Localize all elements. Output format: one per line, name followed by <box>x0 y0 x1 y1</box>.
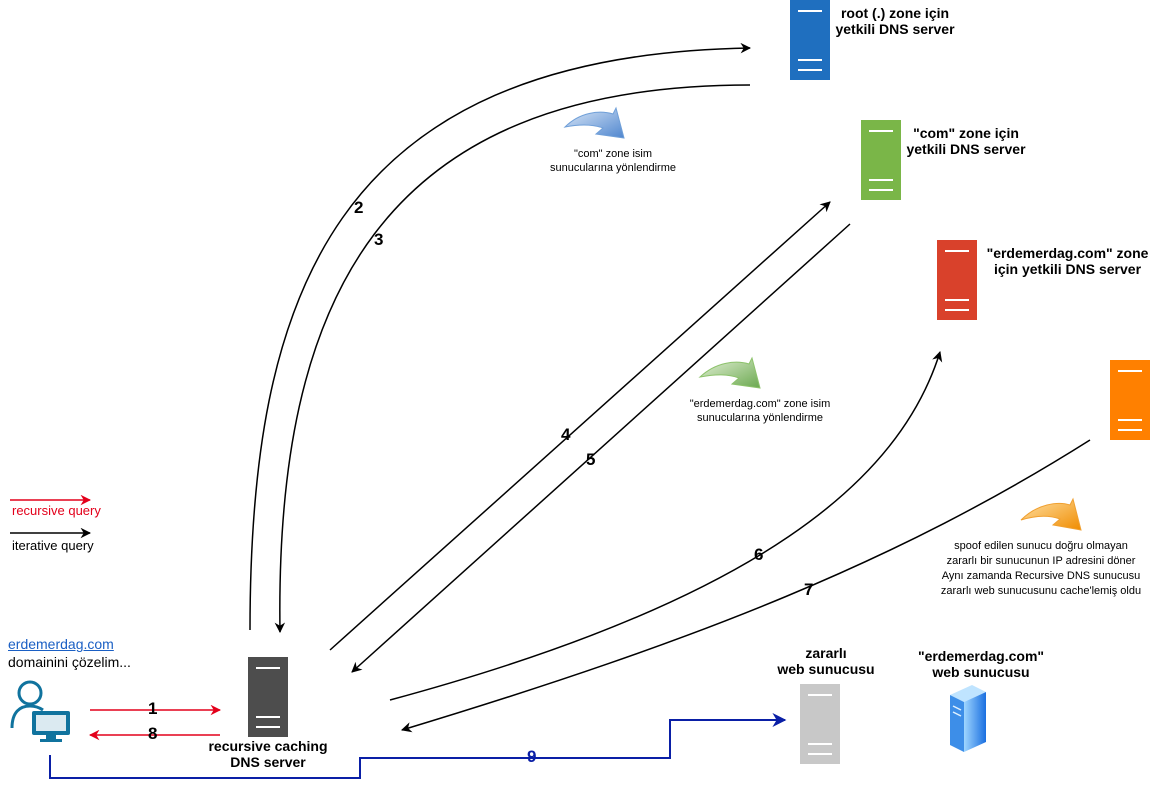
erdem-redirect-note: "erdemerdag.com" zone isim sunucularına … <box>689 398 831 424</box>
step7-arrow <box>400 439 1091 733</box>
erdemerdag-zone-server-icon <box>937 240 977 320</box>
domain-link[interactable]: erdemerdag.com <box>8 636 114 652</box>
erdem-redirect-curved-arrow-icon <box>698 356 761 389</box>
step3-arrow <box>274 84 751 634</box>
malicious-web-server-icon <box>800 684 840 764</box>
step2-label: 2 <box>354 198 364 217</box>
com-server-label: "com" zone için yetkili DNS server <box>906 125 1026 157</box>
spoofed-server-icon <box>1110 360 1150 440</box>
spoof-note: spoof edilen sunucu doğru olmayan zararl… <box>940 540 1142 597</box>
client-domain-text: erdemerdag.com domainini çözelim... <box>8 635 131 671</box>
com-redirect-curved-arrow-icon <box>563 106 625 139</box>
step8-label: 8 <box>148 724 158 743</box>
recursive-dns-server-icon <box>248 657 288 737</box>
step3-label: 3 <box>374 230 384 249</box>
malicious-web-server-label: zararlı web sunucusu <box>777 645 875 677</box>
com-server-icon <box>861 120 901 200</box>
step9-label: 9 <box>527 747 537 766</box>
step2-arrow <box>249 42 752 631</box>
web-server-icon <box>950 685 986 752</box>
web-server-label: "erdemerdag.com" web sunucusu <box>917 648 1045 680</box>
step7-label: 7 <box>804 580 814 599</box>
client-user-icon <box>10 680 70 742</box>
legend-iterative-label: iterative query <box>12 538 94 553</box>
legend-recursive-label: recursive query <box>12 503 101 518</box>
resolving-text: domainini çözelim... <box>8 654 131 670</box>
recursive-dns-server-label: recursive caching DNS server <box>208 738 328 770</box>
step5-label: 5 <box>586 450 596 469</box>
step5-arrow <box>351 223 851 673</box>
step1-label: 1 <box>148 699 158 718</box>
step6-arrow <box>389 350 943 701</box>
step6-label: 6 <box>754 545 764 564</box>
com-redirect-note: "com" zone isim sunucularına yönlendirme <box>550 148 676 174</box>
root-server-label: root (.) zone için yetkili DNS server <box>835 5 955 37</box>
step4-label: 4 <box>561 425 571 444</box>
step4-arrow <box>329 201 831 651</box>
root-server-icon <box>790 0 830 80</box>
step9-path <box>49 713 787 779</box>
spoof-curved-arrow-icon <box>1020 497 1082 531</box>
erdemerdag-zone-server-label: "erdemerdag.com" zone için yetkili DNS s… <box>986 245 1149 277</box>
